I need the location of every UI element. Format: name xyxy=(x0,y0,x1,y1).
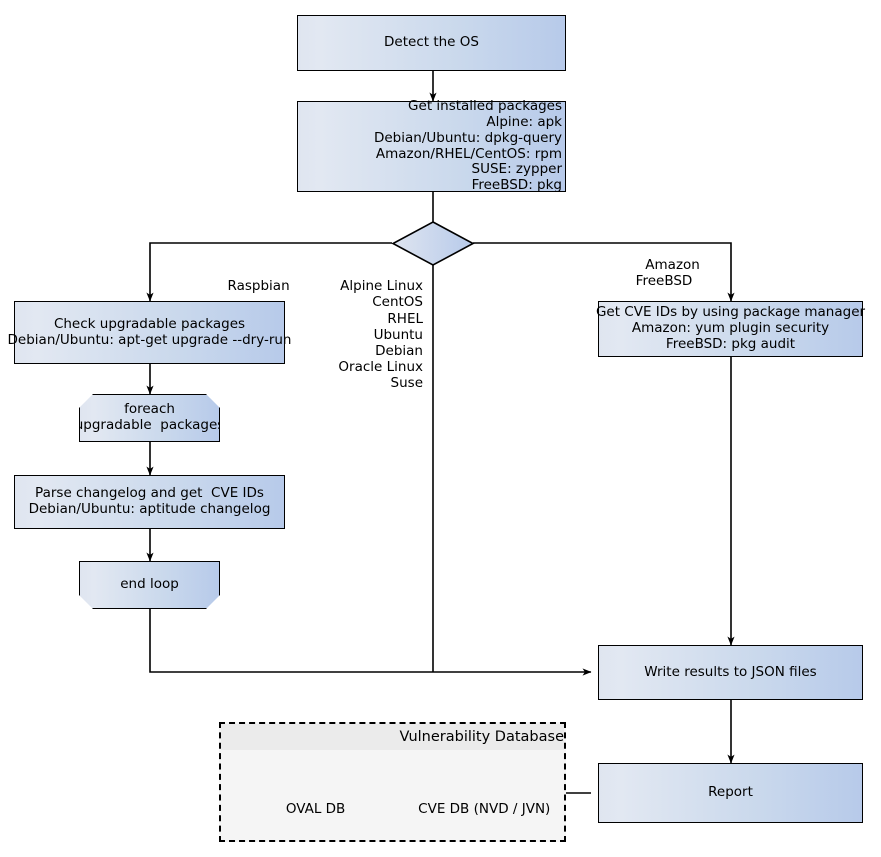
edge-label-right-distros: Amazon FreeBSD xyxy=(601,241,727,306)
node-foreach-loop-start[interactable]: foreach upgradable packages xyxy=(79,394,220,442)
edge-label-right-distros-text: Amazon FreeBSD xyxy=(635,257,700,290)
node-write-results[interactable]: Write results to JSON files xyxy=(598,645,863,700)
cve-db-label: CVE DB (NVD / JVN) xyxy=(401,785,550,833)
node-write-results-label: Write results to JSON files xyxy=(644,663,817,680)
edge-label-middle-distros: Alpine Linux CentOS RHEL Ubuntu Debian O… xyxy=(243,262,423,408)
decision-diamond xyxy=(391,221,475,266)
oval-db-label-text: OVAL DB xyxy=(285,801,346,817)
node-get-cve-ids[interactable]: Get CVE IDs by using package manager Ama… xyxy=(595,301,866,357)
node-end-loop-label: end loop xyxy=(120,576,179,593)
vulnerability-database-title: Vulnerability Database xyxy=(221,724,564,750)
cve-db-label-text: CVE DB (NVD / JVN) xyxy=(418,801,551,817)
node-get-installed-packages[interactable]: Get installed packages Alpine: apk Debia… xyxy=(297,97,566,194)
node-check-upgradable-packages[interactable]: Check upgradable packages Debian/Ubuntu:… xyxy=(8,301,291,364)
node-report[interactable]: Report xyxy=(598,763,863,823)
vulnerability-database-title-text: Vulnerability Database xyxy=(399,729,564,745)
node-parse-changelog[interactable]: Parse changelog and get CVE IDs Debian/U… xyxy=(14,475,285,529)
edge-label-raspbian-text: Raspbian xyxy=(227,278,290,295)
edge-label-raspbian: Raspbian xyxy=(150,262,350,311)
edge-label-middle-distros-text: Alpine Linux CentOS RHEL Ubuntu Debian O… xyxy=(338,278,423,392)
node-end-loop[interactable]: end loop xyxy=(79,561,220,609)
node-get-cve-ids-label: Get CVE IDs by using package manager Ama… xyxy=(595,304,866,352)
node-get-installed-packages-label: Get installed packages Alpine: apk Debia… xyxy=(373,97,562,194)
oval-db-label: OVAL DB xyxy=(233,785,381,833)
node-report-label: Report xyxy=(708,784,753,801)
node-foreach-loop-start-label: foreach upgradable packages xyxy=(74,401,225,433)
node-parse-changelog-label: Parse changelog and get CVE IDs Debian/U… xyxy=(28,485,271,517)
node-check-upgradable-packages-label: Check upgradable packages Debian/Ubuntu:… xyxy=(7,315,292,348)
node-detect-the-os[interactable]: Detect the OS xyxy=(297,15,566,71)
edge-endloop-to-write xyxy=(149,609,592,676)
node-detect-the-os-label: Detect the OS xyxy=(384,34,479,51)
